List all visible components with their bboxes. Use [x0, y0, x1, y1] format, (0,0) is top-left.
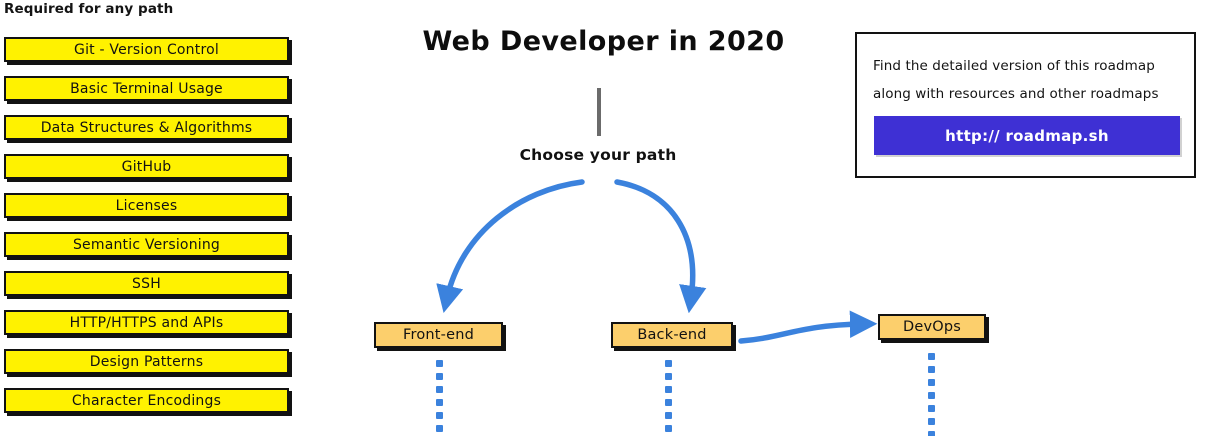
connector-dot	[436, 425, 443, 432]
required-topic-item[interactable]: Git - Version Control	[4, 37, 289, 62]
required-topic-label: Character Encodings	[71, 392, 222, 409]
title-stem-line	[597, 88, 601, 136]
required-topic-label: SSH	[132, 275, 161, 292]
required-topic-item[interactable]: HTTP/HTTPS and APIs	[4, 310, 289, 335]
connector-dot	[665, 425, 672, 432]
required-topic-item[interactable]: Basic Terminal Usage	[4, 76, 289, 101]
roadmap-url-button[interactable]: http:// roadmap.sh	[874, 116, 1180, 155]
info-panel-line-1: Find the detailed version of this roadma…	[873, 58, 1155, 74]
arrow-to-back-end	[614, 179, 707, 314]
required-topic-label: Licenses	[115, 197, 178, 214]
path-node-front-end[interactable]: Front-end	[374, 322, 503, 348]
path-node-back-end[interactable]: Back-end	[611, 322, 733, 348]
info-panel: Find the detailed version of this roadma…	[855, 32, 1196, 178]
required-topic-label: Design Patterns	[89, 353, 204, 370]
required-topic-label: Git - Version Control	[74, 41, 219, 58]
connector-dot	[436, 399, 443, 406]
connector-dot	[665, 412, 672, 419]
dotted-connector-front-end	[436, 360, 443, 436]
required-topic-label: HTTP/HTTPS and APIs	[69, 314, 224, 331]
dotted-connector-back-end	[665, 360, 672, 436]
required-section-heading: Required for any path	[4, 1, 174, 17]
connector-dot	[928, 405, 935, 412]
required-topic-label: GitHub	[121, 158, 172, 175]
required-topic-label: Data Structures & Algorithms	[40, 119, 253, 136]
required-topic-item[interactable]: Design Patterns	[4, 349, 289, 374]
choose-your-path-label: Choose your path	[519, 146, 677, 164]
connector-dot	[436, 412, 443, 419]
connector-dot	[928, 431, 935, 436]
page-title-text: Web Developer in 2020	[422, 26, 785, 57]
connector-dot	[665, 360, 672, 367]
connector-dot	[665, 386, 672, 393]
required-topic-label: Semantic Versioning	[72, 236, 221, 253]
path-node-devops[interactable]: DevOps	[878, 314, 986, 340]
connector-dot	[928, 366, 935, 373]
required-topic-item[interactable]: GitHub	[4, 154, 289, 179]
required-topic-item[interactable]: SSH	[4, 271, 289, 296]
arrow-back-end-to-devops	[738, 310, 878, 344]
connector-dot	[928, 418, 935, 425]
connector-dot	[665, 373, 672, 380]
required-topic-list: Git - Version Control Basic Terminal Usa…	[4, 37, 289, 427]
required-topic-item[interactable]: Data Structures & Algorithms	[4, 115, 289, 140]
required-topic-item[interactable]: Character Encodings	[4, 388, 289, 413]
required-topic-label: Basic Terminal Usage	[70, 80, 223, 97]
info-panel-line-2: along with resources and other roadmaps	[873, 86, 1159, 102]
path-node-label: DevOps	[902, 319, 962, 335]
required-topic-item[interactable]: Semantic Versioning	[4, 232, 289, 257]
arrow-to-front-end	[436, 179, 585, 314]
path-node-label: Back-end	[637, 327, 707, 343]
path-node-label: Front-end	[402, 327, 475, 343]
required-topic-item[interactable]: Licenses	[4, 193, 289, 218]
connector-dot	[928, 392, 935, 399]
connector-dot	[665, 399, 672, 406]
connector-dot	[928, 353, 935, 360]
connector-dot	[436, 360, 443, 367]
dotted-connector-devops	[928, 353, 935, 436]
connector-dot	[928, 379, 935, 386]
roadmap-url-button-label: http:// roadmap.sh	[945, 126, 1109, 145]
connector-dot	[436, 386, 443, 393]
connector-dot	[436, 373, 443, 380]
